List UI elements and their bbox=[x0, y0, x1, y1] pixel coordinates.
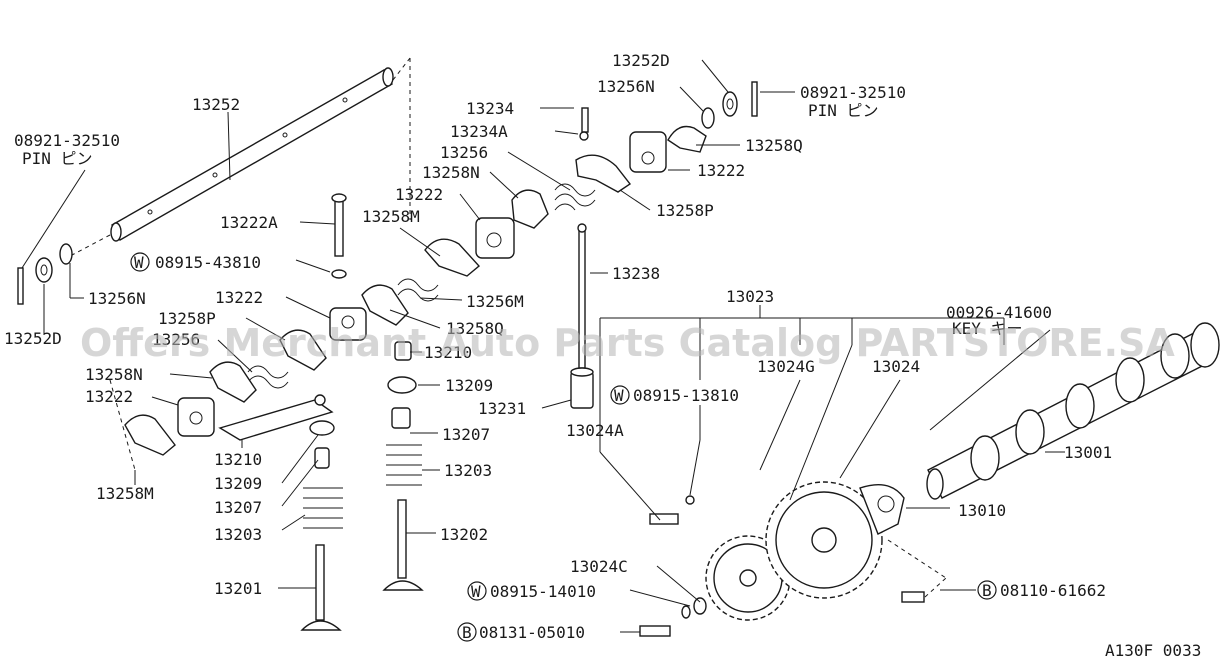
bolts-drawing bbox=[639, 495, 947, 637]
label-13207-right: 13207 bbox=[442, 425, 490, 444]
label-13209-left: 13209 bbox=[214, 474, 262, 493]
label-pin-left-code: 08921-32510 bbox=[14, 131, 120, 150]
label-13258p-right: 13258P bbox=[656, 201, 714, 220]
label-13024a: 13024A bbox=[566, 421, 624, 440]
label-13258n-left: 13258N bbox=[85, 365, 143, 384]
label-13256m: 13256M bbox=[466, 292, 524, 311]
label-13258p-left: 13258P bbox=[158, 309, 216, 328]
label-13234a: 13234A bbox=[450, 122, 508, 141]
mark-w-43810: W bbox=[134, 253, 144, 272]
label-13252: 13252 bbox=[192, 95, 240, 114]
label-13001: 13001 bbox=[1064, 443, 1112, 462]
label-13201: 13201 bbox=[214, 579, 262, 598]
mark-b-05010: B bbox=[462, 623, 472, 642]
label-13252d-top: 13252D bbox=[612, 51, 670, 70]
label-08131-05010: 08131-05010 bbox=[479, 623, 585, 642]
label-key-text: KEY キー bbox=[952, 319, 1023, 338]
label-13203-left: 13203 bbox=[214, 525, 262, 544]
label-13202: 13202 bbox=[440, 525, 488, 544]
label-13010: 13010 bbox=[958, 501, 1006, 520]
label-08915-14010: 08915-14010 bbox=[490, 582, 596, 601]
label-13210-upper: 13210 bbox=[424, 343, 472, 362]
label-08915-13810: 08915-13810 bbox=[633, 386, 739, 405]
top-right-pin-washer-drawing bbox=[701, 81, 758, 129]
label-13222-left: 13222 bbox=[215, 288, 263, 307]
rocker-shaft-drawing bbox=[71, 57, 411, 256]
label-13023: 13023 bbox=[726, 287, 774, 306]
label-13024c: 13024C bbox=[570, 557, 628, 576]
label-13234: 13234 bbox=[466, 99, 514, 118]
label-00926-41600: 00926-41600 bbox=[946, 303, 1052, 322]
label-13209-right: 13209 bbox=[445, 376, 493, 395]
valve-assembly-right-drawing bbox=[382, 341, 424, 591]
label-13258q-top: 13258Q bbox=[745, 136, 803, 155]
label-13203-right: 13203 bbox=[444, 461, 492, 480]
label-13256n-left: 13256N bbox=[88, 289, 146, 308]
label-13024g: 13024G bbox=[757, 357, 815, 376]
mark-w-13810: W bbox=[614, 386, 624, 405]
label-pin-top-text: PIN ピン bbox=[808, 101, 879, 120]
label-13258q-left: 13258Q bbox=[446, 319, 504, 338]
label-13222-mid: 13222 bbox=[395, 185, 443, 204]
label-08915-43810: 08915-43810 bbox=[155, 253, 261, 272]
diagram-code: A130F 0033 bbox=[1105, 641, 1201, 660]
mark-w-14010: W bbox=[471, 582, 481, 601]
upper-rocker-group-drawing bbox=[361, 107, 707, 326]
label-13222-lower: 13222 bbox=[85, 387, 133, 406]
timing-gears-drawing bbox=[705, 481, 905, 621]
watermark-text: Offers Merchant Auto Parts Catalog PARTS… bbox=[80, 321, 1175, 365]
left-pin-washer-drawing bbox=[17, 243, 73, 305]
label-13258m-mid: 13258M bbox=[362, 207, 420, 226]
mark-b-61662: B bbox=[982, 581, 992, 600]
label-13256n-top: 13256N bbox=[597, 77, 655, 96]
label-13231: 13231 bbox=[478, 399, 526, 418]
part-labels: 13252D 13256N 08921-32510 PIN ピン 13234 1… bbox=[4, 51, 1201, 660]
leader-lines bbox=[21, 59, 1065, 633]
label-13024: 13024 bbox=[872, 357, 920, 376]
label-13238: 13238 bbox=[612, 264, 660, 283]
label-08110-61662: 08110-61662 bbox=[1000, 581, 1106, 600]
valve-assembly-left-drawing bbox=[218, 394, 343, 631]
label-13258m-left: 13258M bbox=[96, 484, 154, 503]
label-13207-left: 13207 bbox=[214, 498, 262, 517]
label-13256: 13256 bbox=[440, 143, 488, 162]
circled-marks: W W W B B bbox=[130, 252, 997, 642]
lower-rocker-group-drawing bbox=[109, 307, 367, 471]
label-13256-left: 13256 bbox=[152, 330, 200, 349]
camshaft-drawing bbox=[926, 322, 1220, 500]
label-13222a: 13222A bbox=[220, 213, 278, 232]
push-rod-drawing bbox=[570, 223, 594, 409]
label-pin-top-code: 08921-32510 bbox=[800, 83, 906, 102]
label-pin-left-text: PIN ピン bbox=[22, 149, 93, 168]
label-13252d-left: 13252D bbox=[4, 329, 62, 348]
rocker-stud-drawing bbox=[331, 193, 347, 279]
label-13210-lower: 13210 bbox=[214, 450, 262, 469]
label-13222-right: 13222 bbox=[697, 161, 745, 180]
label-13258n-mid: 13258N bbox=[422, 163, 480, 182]
